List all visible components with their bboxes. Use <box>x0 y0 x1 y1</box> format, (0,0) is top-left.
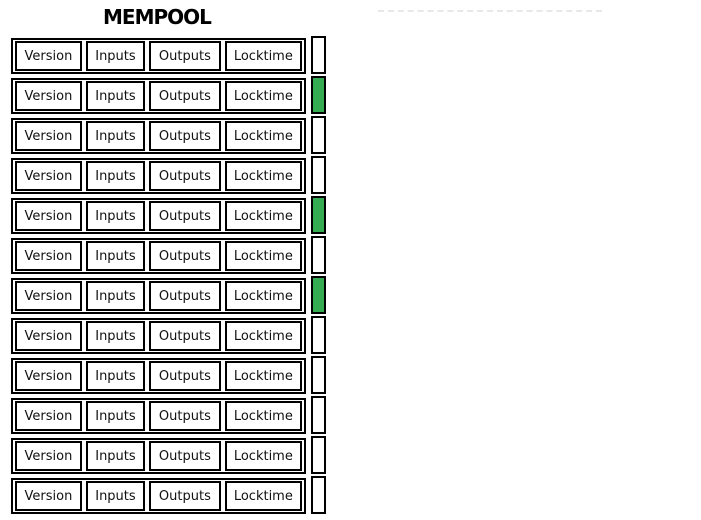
tx-field-locktime: Locktime <box>224 361 302 391</box>
transaction-box: Version Inputs Outputs Locktime <box>11 238 306 274</box>
tx-status-box <box>311 156 326 194</box>
tx-field-version: Version <box>15 401 82 431</box>
transaction-row: Version Inputs Outputs Locktime <box>11 436 326 474</box>
transaction-row: Version Inputs Outputs Locktime <box>11 156 326 194</box>
tx-field-version: Version <box>15 361 82 391</box>
tx-field-inputs: Inputs <box>85 121 146 151</box>
tx-field-locktime: Locktime <box>224 401 302 431</box>
tx-field-outputs: Outputs <box>149 361 221 391</box>
tx-status-box <box>311 316 326 354</box>
tx-field-outputs: Outputs <box>149 401 221 431</box>
tx-field-version: Version <box>15 161 82 191</box>
transaction-row: Version Inputs Outputs Locktime <box>11 76 326 114</box>
tx-field-outputs: Outputs <box>149 441 221 471</box>
tx-status-box <box>311 76 326 114</box>
tx-field-outputs: Outputs <box>149 481 221 511</box>
tx-field-inputs: Inputs <box>85 481 146 511</box>
tx-field-outputs: Outputs <box>149 241 221 271</box>
tx-field-outputs: Outputs <box>149 121 221 151</box>
tx-field-inputs: Inputs <box>85 281 146 311</box>
transaction-box: Version Inputs Outputs Locktime <box>11 78 306 114</box>
transaction-row: Version Inputs Outputs Locktime <box>11 356 326 394</box>
transaction-box: Version Inputs Outputs Locktime <box>11 278 306 314</box>
tx-field-inputs: Inputs <box>85 41 146 71</box>
tx-field-locktime: Locktime <box>224 81 302 111</box>
tx-field-outputs: Outputs <box>149 321 221 351</box>
transaction-box: Version Inputs Outputs Locktime <box>11 198 306 234</box>
transaction-row: Version Inputs Outputs Locktime <box>11 236 326 274</box>
tx-status-box <box>311 196 326 234</box>
transaction-row: Version Inputs Outputs Locktime <box>11 396 326 434</box>
tx-field-version: Version <box>15 201 82 231</box>
tx-field-version: Version <box>15 121 82 151</box>
transaction-row: Version Inputs Outputs Locktime <box>11 36 326 74</box>
tx-field-locktime: Locktime <box>224 281 302 311</box>
tx-field-locktime: Locktime <box>224 161 302 191</box>
tx-field-locktime: Locktime <box>224 321 302 351</box>
transaction-box: Version Inputs Outputs Locktime <box>11 358 306 394</box>
transaction-box: Version Inputs Outputs Locktime <box>11 478 306 514</box>
tx-field-version: Version <box>15 321 82 351</box>
tx-field-outputs: Outputs <box>149 281 221 311</box>
tx-field-locktime: Locktime <box>224 481 302 511</box>
tx-field-locktime: Locktime <box>224 241 302 271</box>
tx-field-version: Version <box>15 281 82 311</box>
tx-field-inputs: Inputs <box>85 241 146 271</box>
tx-field-locktime: Locktime <box>224 201 302 231</box>
transaction-box: Version Inputs Outputs Locktime <box>11 438 306 474</box>
transaction-row: Version Inputs Outputs Locktime <box>11 116 326 154</box>
tx-field-version: Version <box>15 441 82 471</box>
transaction-row: Version Inputs Outputs Locktime <box>11 196 326 234</box>
tx-field-locktime: Locktime <box>224 121 302 151</box>
transaction-row: Version Inputs Outputs Locktime <box>11 276 326 314</box>
tx-field-version: Version <box>15 41 82 71</box>
transaction-box: Version Inputs Outputs Locktime <box>11 318 306 354</box>
tx-status-box <box>311 476 326 514</box>
tx-field-inputs: Inputs <box>85 161 146 191</box>
tx-status-box <box>311 116 326 154</box>
tx-field-outputs: Outputs <box>149 201 221 231</box>
tx-field-inputs: Inputs <box>85 361 146 391</box>
tx-field-outputs: Outputs <box>149 161 221 191</box>
tx-field-inputs: Inputs <box>85 401 146 431</box>
tx-field-version: Version <box>15 81 82 111</box>
tx-status-box <box>311 396 326 434</box>
page-title: MEMPOOL <box>103 5 212 29</box>
tx-field-inputs: Inputs <box>85 201 146 231</box>
tx-field-outputs: Outputs <box>149 41 221 71</box>
tx-status-box <box>311 436 326 474</box>
tx-status-box <box>311 276 326 314</box>
transaction-box: Version Inputs Outputs Locktime <box>11 398 306 434</box>
transaction-box: Version Inputs Outputs Locktime <box>11 158 306 194</box>
tx-field-inputs: Inputs <box>85 321 146 351</box>
tx-field-inputs: Inputs <box>85 441 146 471</box>
tx-status-box <box>311 356 326 394</box>
tx-field-version: Version <box>15 481 82 511</box>
mempool-list: Version Inputs Outputs Locktime Version … <box>11 36 326 518</box>
transaction-box: Version Inputs Outputs Locktime <box>11 118 306 154</box>
tx-field-inputs: Inputs <box>85 81 146 111</box>
tx-field-locktime: Locktime <box>224 41 302 71</box>
transaction-row: Version Inputs Outputs Locktime <box>11 476 326 514</box>
tx-field-outputs: Outputs <box>149 81 221 111</box>
tx-status-box <box>311 236 326 274</box>
tx-status-box <box>311 36 326 74</box>
transaction-box: Version Inputs Outputs Locktime <box>11 38 306 74</box>
dashed-separator <box>378 10 602 12</box>
tx-field-version: Version <box>15 241 82 271</box>
transaction-row: Version Inputs Outputs Locktime <box>11 316 326 354</box>
tx-field-locktime: Locktime <box>224 441 302 471</box>
